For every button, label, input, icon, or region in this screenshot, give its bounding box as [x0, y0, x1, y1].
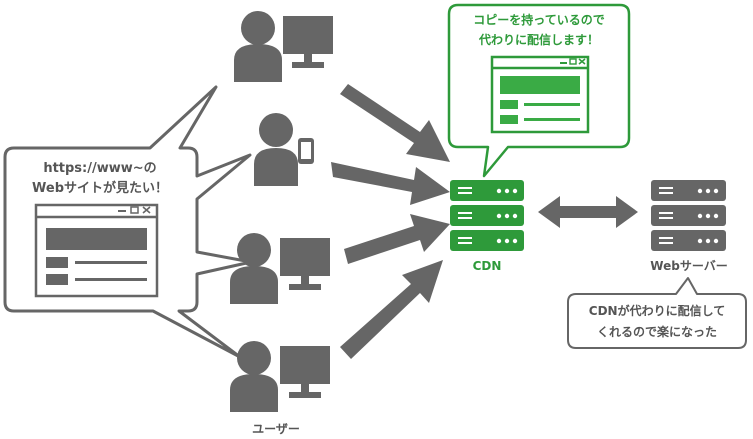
person-with-monitor-icon: [234, 11, 333, 82]
cdn-speech-bubble: コピーを持っているので 代わりに配信します！: [447, 3, 631, 178]
request-arrows: [331, 84, 450, 359]
server-stack-icon: [651, 180, 726, 251]
cdn-bubble-line1: コピーを持っているので: [473, 12, 604, 27]
web-server: Webサーバー: [650, 180, 728, 273]
cdn-bubble-line2: 代わりに配信します！: [478, 32, 599, 47]
arrow-to-cdn-4: [340, 260, 443, 359]
user-speech-bubble: https://www~の Webサイトが見たい！: [3, 85, 253, 359]
cdn-label: CDN: [473, 259, 502, 273]
cdn-server: CDN: [450, 180, 524, 273]
server-note-line1: CDNが代わりに配信して: [589, 303, 725, 318]
server-stack-icon: [450, 180, 524, 251]
user-desktop-middle: [230, 233, 330, 304]
user-phone: [254, 113, 314, 186]
user-desktop-bottom: [230, 341, 330, 412]
arrow-to-cdn-1: [336, 84, 450, 162]
web-server-label: Webサーバー: [650, 259, 727, 273]
user-bubble-line1: https://www~の: [43, 161, 156, 176]
user-desktop-top: [234, 11, 333, 82]
arrow-to-cdn-2: [331, 162, 450, 205]
users-label: ユーザー: [252, 422, 300, 436]
person-with-smartphone-icon: [254, 113, 314, 186]
browser-window-icon: [34, 203, 159, 298]
server-note-line2: くれるので楽になった: [597, 324, 717, 339]
arrow-to-cdn-3: [344, 214, 450, 264]
person-with-monitor-icon: [230, 341, 330, 412]
user-bubble-line2: Webサイトが見たい！: [32, 180, 168, 196]
browser-window-icon: [490, 55, 590, 134]
person-with-monitor-icon: [230, 233, 330, 304]
sync-double-arrow: [538, 196, 638, 228]
server-note-bubble: CDNが代わりに配信して くれるので楽になった: [567, 277, 747, 349]
